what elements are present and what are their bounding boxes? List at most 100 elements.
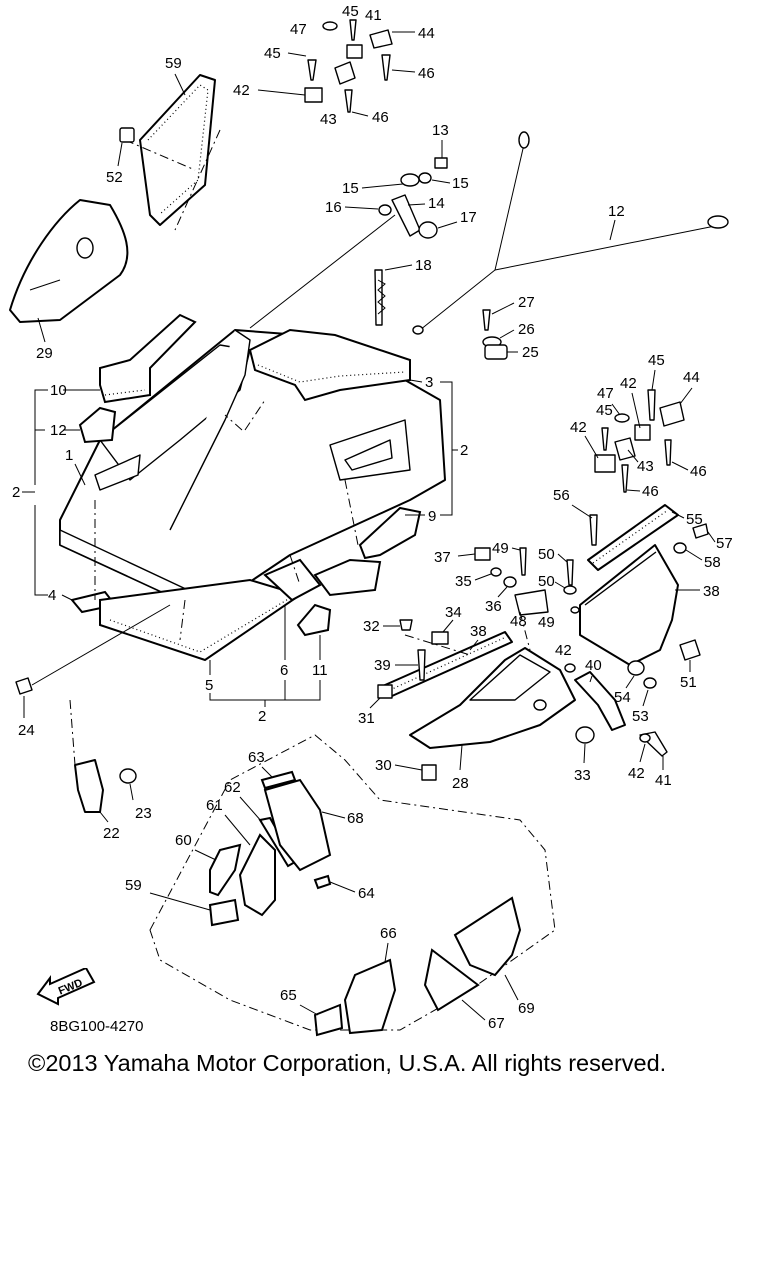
part-9-pad <box>78 406 117 444</box>
part-1-hood <box>59 329 446 613</box>
callout-44b: 44 <box>683 369 700 386</box>
callout-21: 25 <box>522 344 539 361</box>
callout-43b: 43 <box>637 458 654 475</box>
callout-49: 49 <box>538 614 555 631</box>
part-53 <box>119 127 135 143</box>
diagram-code: 8BG100-4270 <box>50 1018 144 1035</box>
parts-21-23 <box>482 309 508 360</box>
callout-46d: 46 <box>642 483 659 500</box>
callout-10: 11 <box>312 662 328 679</box>
parts-diagram: 45 47 41 44 45 46 42 43 46 59 52 29 13 1… <box>9 3 733 1037</box>
part-64-strip <box>260 770 297 790</box>
callout-55: 54 <box>614 689 631 706</box>
part-52 <box>679 639 701 661</box>
callout-22: 26 <box>518 321 535 338</box>
callout-45d: 45 <box>596 402 613 419</box>
callout-45c: 45 <box>648 352 665 369</box>
callout-7: 10 <box>50 382 67 399</box>
part-24-tray <box>409 647 576 749</box>
part-7-pad <box>99 313 197 404</box>
callout-35: 39 <box>374 657 391 674</box>
callout-17: 18 <box>415 257 432 274</box>
part-68-pad <box>423 948 480 1012</box>
callout-30: 34 <box>445 604 462 621</box>
callout-42b: 42 <box>233 82 250 99</box>
callout-3: 3 <box>425 374 433 391</box>
part-10-pad <box>296 603 332 637</box>
callout-2-bottom: 2 <box>258 708 266 725</box>
parts-28-35-27 <box>377 619 426 699</box>
callout-51: 50 <box>538 573 555 590</box>
callout-19: 23 <box>135 805 152 822</box>
callout-45: 45 <box>342 3 359 20</box>
callout-65: 64 <box>358 885 375 902</box>
part-41 <box>124 74 216 226</box>
callout-50b: 50 <box>538 546 555 563</box>
callout-53: 52 <box>106 169 123 186</box>
callout-11: 12 <box>608 203 625 220</box>
callout-63: 62 <box>224 779 241 796</box>
parts-50-51 <box>519 547 577 595</box>
callout-37: 41 <box>655 772 672 789</box>
callout-42d: 42 <box>570 419 587 436</box>
part-67-pad <box>343 958 397 1035</box>
part-8-pad <box>313 506 422 597</box>
callout-29: 33 <box>574 767 591 784</box>
callout-64: 63 <box>248 749 265 766</box>
callout-67: 66 <box>380 925 397 942</box>
callout-25: 29 <box>36 345 53 362</box>
callout-5: 5 <box>205 677 213 694</box>
parts-30-33 <box>431 547 517 645</box>
callout-42c: 42 <box>620 375 637 392</box>
callout-4: 4 <box>48 587 56 604</box>
part-20 <box>15 604 171 695</box>
callout-56: 55 <box>686 511 703 528</box>
callout-8: 9 <box>428 508 436 525</box>
part-61-pad <box>209 843 242 897</box>
callout-61: 60 <box>175 832 192 849</box>
callout-41: 59 <box>165 55 182 72</box>
parts-58-59 <box>673 523 709 554</box>
callout-32: 36 <box>485 598 502 615</box>
callout-42: 41 <box>365 7 382 24</box>
lower-hull <box>149 734 556 1031</box>
callout-68: 67 <box>488 1015 505 1032</box>
parts-54-55 <box>627 660 657 689</box>
callout-44: 44 <box>418 25 435 42</box>
callout-48: 48 <box>510 613 527 630</box>
callout-39: 42 <box>628 765 645 782</box>
alignment-lines <box>69 129 531 766</box>
callout-20: 24 <box>18 722 35 739</box>
callout-24: 28 <box>452 775 469 792</box>
part-38 <box>564 663 576 673</box>
callout-14: 15 <box>342 180 359 197</box>
callout-46c: 46 <box>690 463 707 480</box>
callout-16: 17 <box>460 209 477 226</box>
callout-36: 40 <box>585 657 602 674</box>
callout-60: 59 <box>125 877 142 894</box>
part-25 <box>9 199 129 323</box>
callout-13: 14 <box>428 195 445 212</box>
part-18 <box>74 759 104 813</box>
callout-66: 65 <box>280 987 297 1004</box>
part-40-panel <box>579 544 679 666</box>
callout-40: 38 <box>703 583 720 600</box>
callout-26: 30 <box>375 757 392 774</box>
callout-47b: 47 <box>597 385 614 402</box>
part-60-pad <box>208 898 240 927</box>
callout-27: 31 <box>358 710 375 727</box>
callout-34: 38 <box>470 623 487 640</box>
parts-48-49 <box>514 589 580 616</box>
callout-31: 35 <box>455 573 472 590</box>
callout-50: 49 <box>492 540 509 557</box>
part-19 <box>119 768 137 784</box>
callout-69: 68 <box>347 810 364 827</box>
callout-54: 53 <box>632 708 649 725</box>
part-26 <box>421 764 437 781</box>
callout-6: 6 <box>280 662 288 679</box>
part-70-pad <box>453 896 522 977</box>
callout-46: 46 <box>418 65 435 82</box>
callout-58: 57 <box>716 535 733 552</box>
part-65-pad <box>313 874 332 890</box>
callout-15b: 16 <box>325 199 342 216</box>
